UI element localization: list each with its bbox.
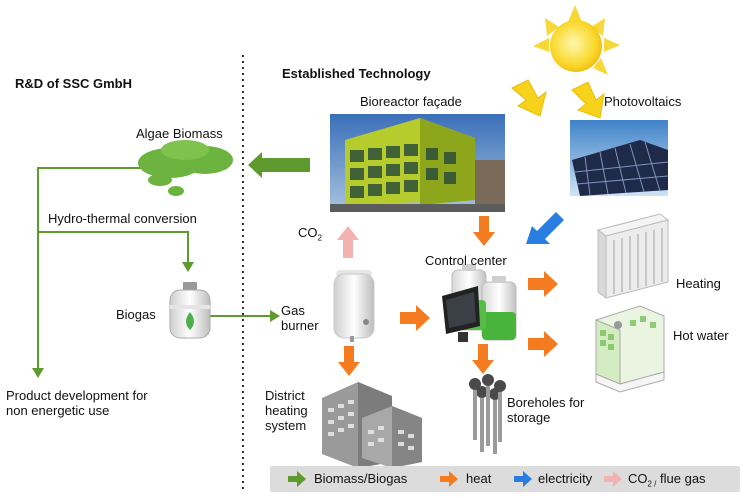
legend-heat: heat	[466, 471, 492, 486]
flow-arrowhead-right-burner	[270, 310, 280, 322]
boreholes-label-line1: Boreholes for	[507, 395, 585, 410]
boreholes-label-line2: storage	[507, 410, 551, 425]
heating-label: Heating	[676, 276, 721, 291]
co2-arrow-up	[337, 226, 359, 258]
photovoltaics-label: Photovoltaics	[604, 94, 682, 109]
flow-arrowhead-down-biogas	[182, 262, 194, 272]
biomass-flow-lines	[37, 167, 270, 368]
hot-water-label: Hot water	[673, 328, 729, 343]
bioreactor-label: Bioreactor façade	[360, 94, 462, 109]
left-section-title: R&D of SSC GmbH	[15, 76, 132, 91]
control-center-label: Control center	[425, 253, 507, 268]
gas-burner-label-line2: burner	[281, 318, 319, 333]
sun-icon	[533, 5, 620, 75]
buildings-icon	[322, 382, 422, 468]
algae-cloud-icon	[138, 140, 233, 196]
electricity-arrow	[526, 212, 564, 244]
biomass-arrow-left	[248, 152, 310, 178]
shower-icon	[595, 305, 665, 393]
legend: Biomass/Biogas heat electricity CO2 / fl…	[270, 466, 740, 492]
right-section-title: Established Technology	[282, 66, 431, 81]
district-label-line2: heating	[265, 403, 308, 418]
flow-arrowhead-down-product	[32, 368, 44, 378]
district-label-line1: District	[265, 388, 305, 403]
district-label-line3: system	[265, 418, 307, 433]
legend-co2: CO2 / flue gas	[628, 471, 706, 489]
co2-label: CO2	[298, 225, 322, 243]
legend-biomass: Biomass/Biogas	[314, 471, 408, 486]
product-dev-label-line1: Product development for	[6, 388, 148, 403]
hydro-thermal-label: Hydro-thermal conversion	[48, 211, 197, 226]
radiator-icon	[596, 213, 670, 299]
product-dev-label-line2: non energetic use	[6, 403, 110, 418]
gas-cylinder-icon	[169, 282, 211, 339]
legend-electricity: electricity	[538, 471, 593, 486]
sun-arrow-to-pv	[571, 81, 605, 119]
gas-burner-label-line1: Gas	[281, 303, 305, 318]
legend-heat-arrow-icon	[440, 471, 458, 487]
biogas-label: Biogas	[116, 307, 156, 322]
water-heater-icon	[333, 270, 375, 342]
legend-biomass-arrow-icon	[288, 471, 306, 487]
algae-biomass-label: Algae Biomass	[136, 126, 223, 141]
sun-arrow-to-facade	[511, 79, 547, 117]
borehole-icon	[469, 374, 506, 454]
legend-co2-arrow-icon	[604, 471, 622, 487]
legend-electricity-arrow-icon	[514, 471, 532, 487]
heat-arrows	[338, 216, 558, 376]
photovoltaics-photo	[570, 120, 669, 196]
battery-monitor-icon	[442, 264, 517, 342]
bioreactor-facade-photo	[330, 114, 505, 212]
